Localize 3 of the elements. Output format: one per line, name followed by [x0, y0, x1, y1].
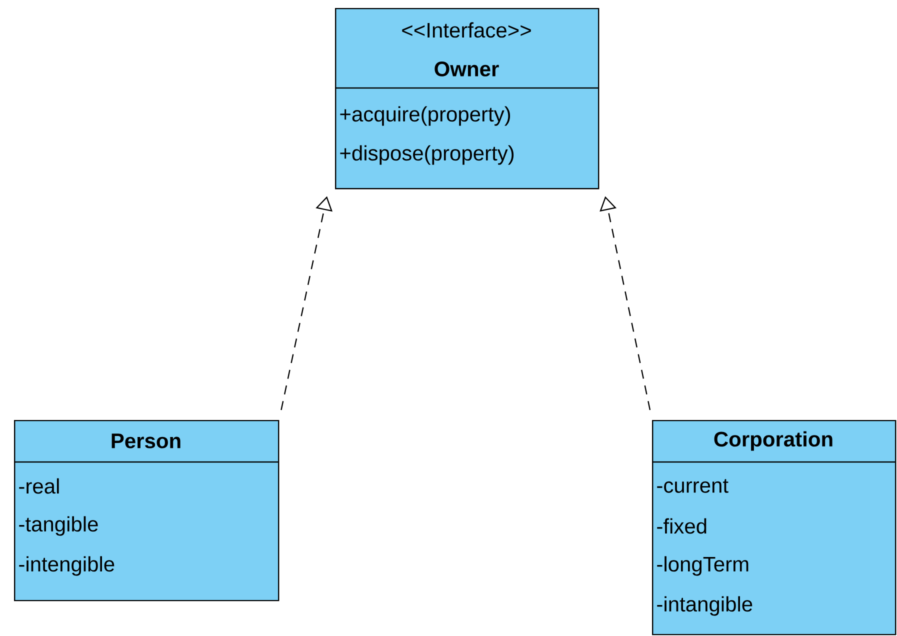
class-box: Person -real -tangible -intengible	[14, 420, 280, 602]
class-box: Corporation -current -fixed -longTerm -intangible	[652, 420, 896, 636]
class-box: <<Interface>> Owner +acquire(property) +dispose(property)	[335, 8, 600, 190]
